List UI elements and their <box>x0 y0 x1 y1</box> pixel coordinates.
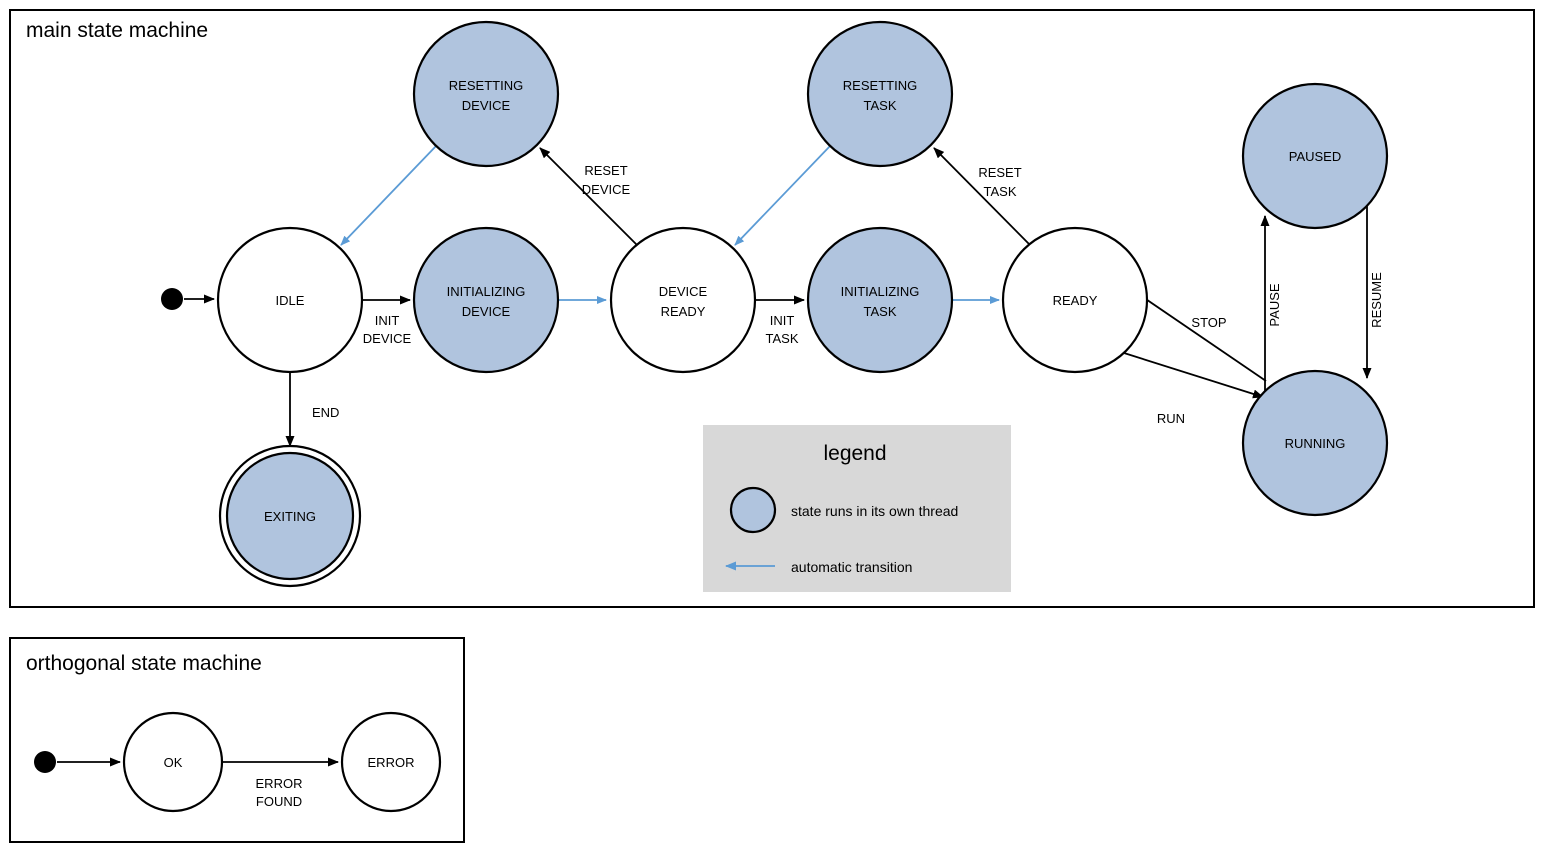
transition-label-end: END <box>312 405 339 420</box>
transition-label-error-found-2: FOUND <box>256 794 302 809</box>
state-initializing-device-label-line2: DEVICE <box>462 304 511 319</box>
initial-state-dot-orthogonal <box>34 751 56 773</box>
legend-thread-state-circle-icon <box>729 486 777 534</box>
legend-item-automatic-transition: automatic transition <box>725 559 912 575</box>
transition-label-init-task-1: INIT <box>770 313 795 328</box>
state-idle-label: IDLE <box>276 293 305 308</box>
transition-resettingtask-deviceready <box>734 144 832 246</box>
state-resetting-device-label-line1: RESETTING <box>449 78 523 93</box>
transition-label-reset-task-1: RESET <box>978 165 1021 180</box>
state-resetting-device-circle[interactable] <box>412 20 560 168</box>
state-ok[interactable]: OK <box>122 711 224 813</box>
state-idle-circle[interactable] <box>216 226 364 374</box>
transition-label-pause: PAUSE <box>1267 283 1282 326</box>
state-paused[interactable]: PAUSED <box>1241 82 1389 230</box>
orthogonal-frame-title: orthogonal state machine <box>26 652 262 675</box>
state-device-ready[interactable]: DEVICE READY <box>609 226 757 374</box>
legend-title: legend <box>823 442 886 465</box>
state-ok-label: OK <box>164 755 183 770</box>
state-ready-circle[interactable] <box>1001 226 1149 374</box>
transition-ready-running <box>1123 352 1264 399</box>
transition-ready-resettingtask <box>933 147 1031 246</box>
legend: legend state runs in its own thread auto… <box>703 425 1011 592</box>
state-initializing-task[interactable]: INITIALIZING TASK <box>806 226 954 374</box>
state-resetting-task[interactable]: RESETTING TASK <box>806 20 954 168</box>
state-initializing-task-circle[interactable] <box>806 226 954 374</box>
state-paused-circle[interactable] <box>1241 82 1389 230</box>
transition-deviceready-resettingdevice <box>539 147 638 246</box>
main-states-layer: IDLE RESETTING DEVICE INITIALIZING DEVIC… <box>161 20 1389 588</box>
transition-label-resume: RESUME <box>1369 272 1384 328</box>
transition-label-reset-device-1: RESET <box>584 163 627 178</box>
legend-item-thread-state: state runs in its own thread <box>729 486 958 534</box>
state-initializing-device-label-line1: INITIALIZING <box>447 284 526 299</box>
transition-label-init-task-2: TASK <box>766 331 799 346</box>
state-initializing-task-label-line1: INITIALIZING <box>841 284 920 299</box>
state-resetting-task-label-line2: TASK <box>864 98 897 113</box>
legend-thread-state-text: state runs in its own thread <box>791 503 958 519</box>
transition-resettingdevice-idle <box>340 144 438 246</box>
state-running[interactable]: RUNNING <box>1241 369 1389 517</box>
state-error[interactable]: ERROR <box>340 711 442 813</box>
state-device-ready-label-line1: DEVICE <box>659 284 708 299</box>
main-frame-title: main state machine <box>26 19 208 42</box>
orthogonal-transitions-layer: ERROR FOUND <box>57 757 339 809</box>
state-resetting-device-label-line2: DEVICE <box>462 98 511 113</box>
transition-label-run: RUN <box>1157 411 1185 426</box>
state-device-ready-label-line2: READY <box>661 304 706 319</box>
state-exiting-circle[interactable] <box>225 451 355 581</box>
main-transitions-layer: INIT DEVICE RESET DEVICE INIT TASK RESET… <box>184 144 1384 447</box>
state-resetting-device[interactable]: RESETTING DEVICE <box>412 20 560 168</box>
state-running-label: RUNNING <box>1285 436 1346 451</box>
state-idle[interactable]: IDLE <box>216 226 364 374</box>
transition-running-ready <box>1133 290 1267 382</box>
state-initializing-device[interactable]: INITIALIZING DEVICE <box>412 226 560 374</box>
state-initializing-task-label-line2: TASK <box>864 304 897 319</box>
legend-automatic-transition-text: automatic transition <box>791 559 912 575</box>
state-ok-circle[interactable] <box>122 711 224 813</box>
state-exiting-label: EXITING <box>264 509 316 524</box>
state-running-circle[interactable] <box>1241 369 1389 517</box>
transition-label-init-device-2: DEVICE <box>363 331 412 346</box>
state-exiting-outer-ring <box>218 444 362 588</box>
transition-label-error-found-1: ERROR <box>256 776 303 791</box>
transition-label-stop: STOP <box>1191 315 1226 330</box>
state-error-label: ERROR <box>368 755 415 770</box>
state-ready-label: READY <box>1053 293 1098 308</box>
state-resetting-task-circle[interactable] <box>806 20 954 168</box>
state-device-ready-circle[interactable] <box>609 226 757 374</box>
state-ready[interactable]: READY <box>1001 226 1149 374</box>
transition-label-init-device-1: INIT <box>375 313 400 328</box>
state-error-circle[interactable] <box>340 711 442 813</box>
initial-state-dot-main <box>161 288 183 310</box>
state-exiting[interactable]: EXITING <box>218 444 362 588</box>
state-initializing-device-circle[interactable] <box>412 226 560 374</box>
orthogonal-states-layer: OK ERROR <box>34 711 442 813</box>
state-paused-label: PAUSED <box>1289 149 1342 164</box>
transition-label-reset-task-2: TASK <box>984 184 1017 199</box>
state-resetting-task-label-line1: RESETTING <box>843 78 917 93</box>
transition-label-reset-device-2: DEVICE <box>582 182 631 197</box>
